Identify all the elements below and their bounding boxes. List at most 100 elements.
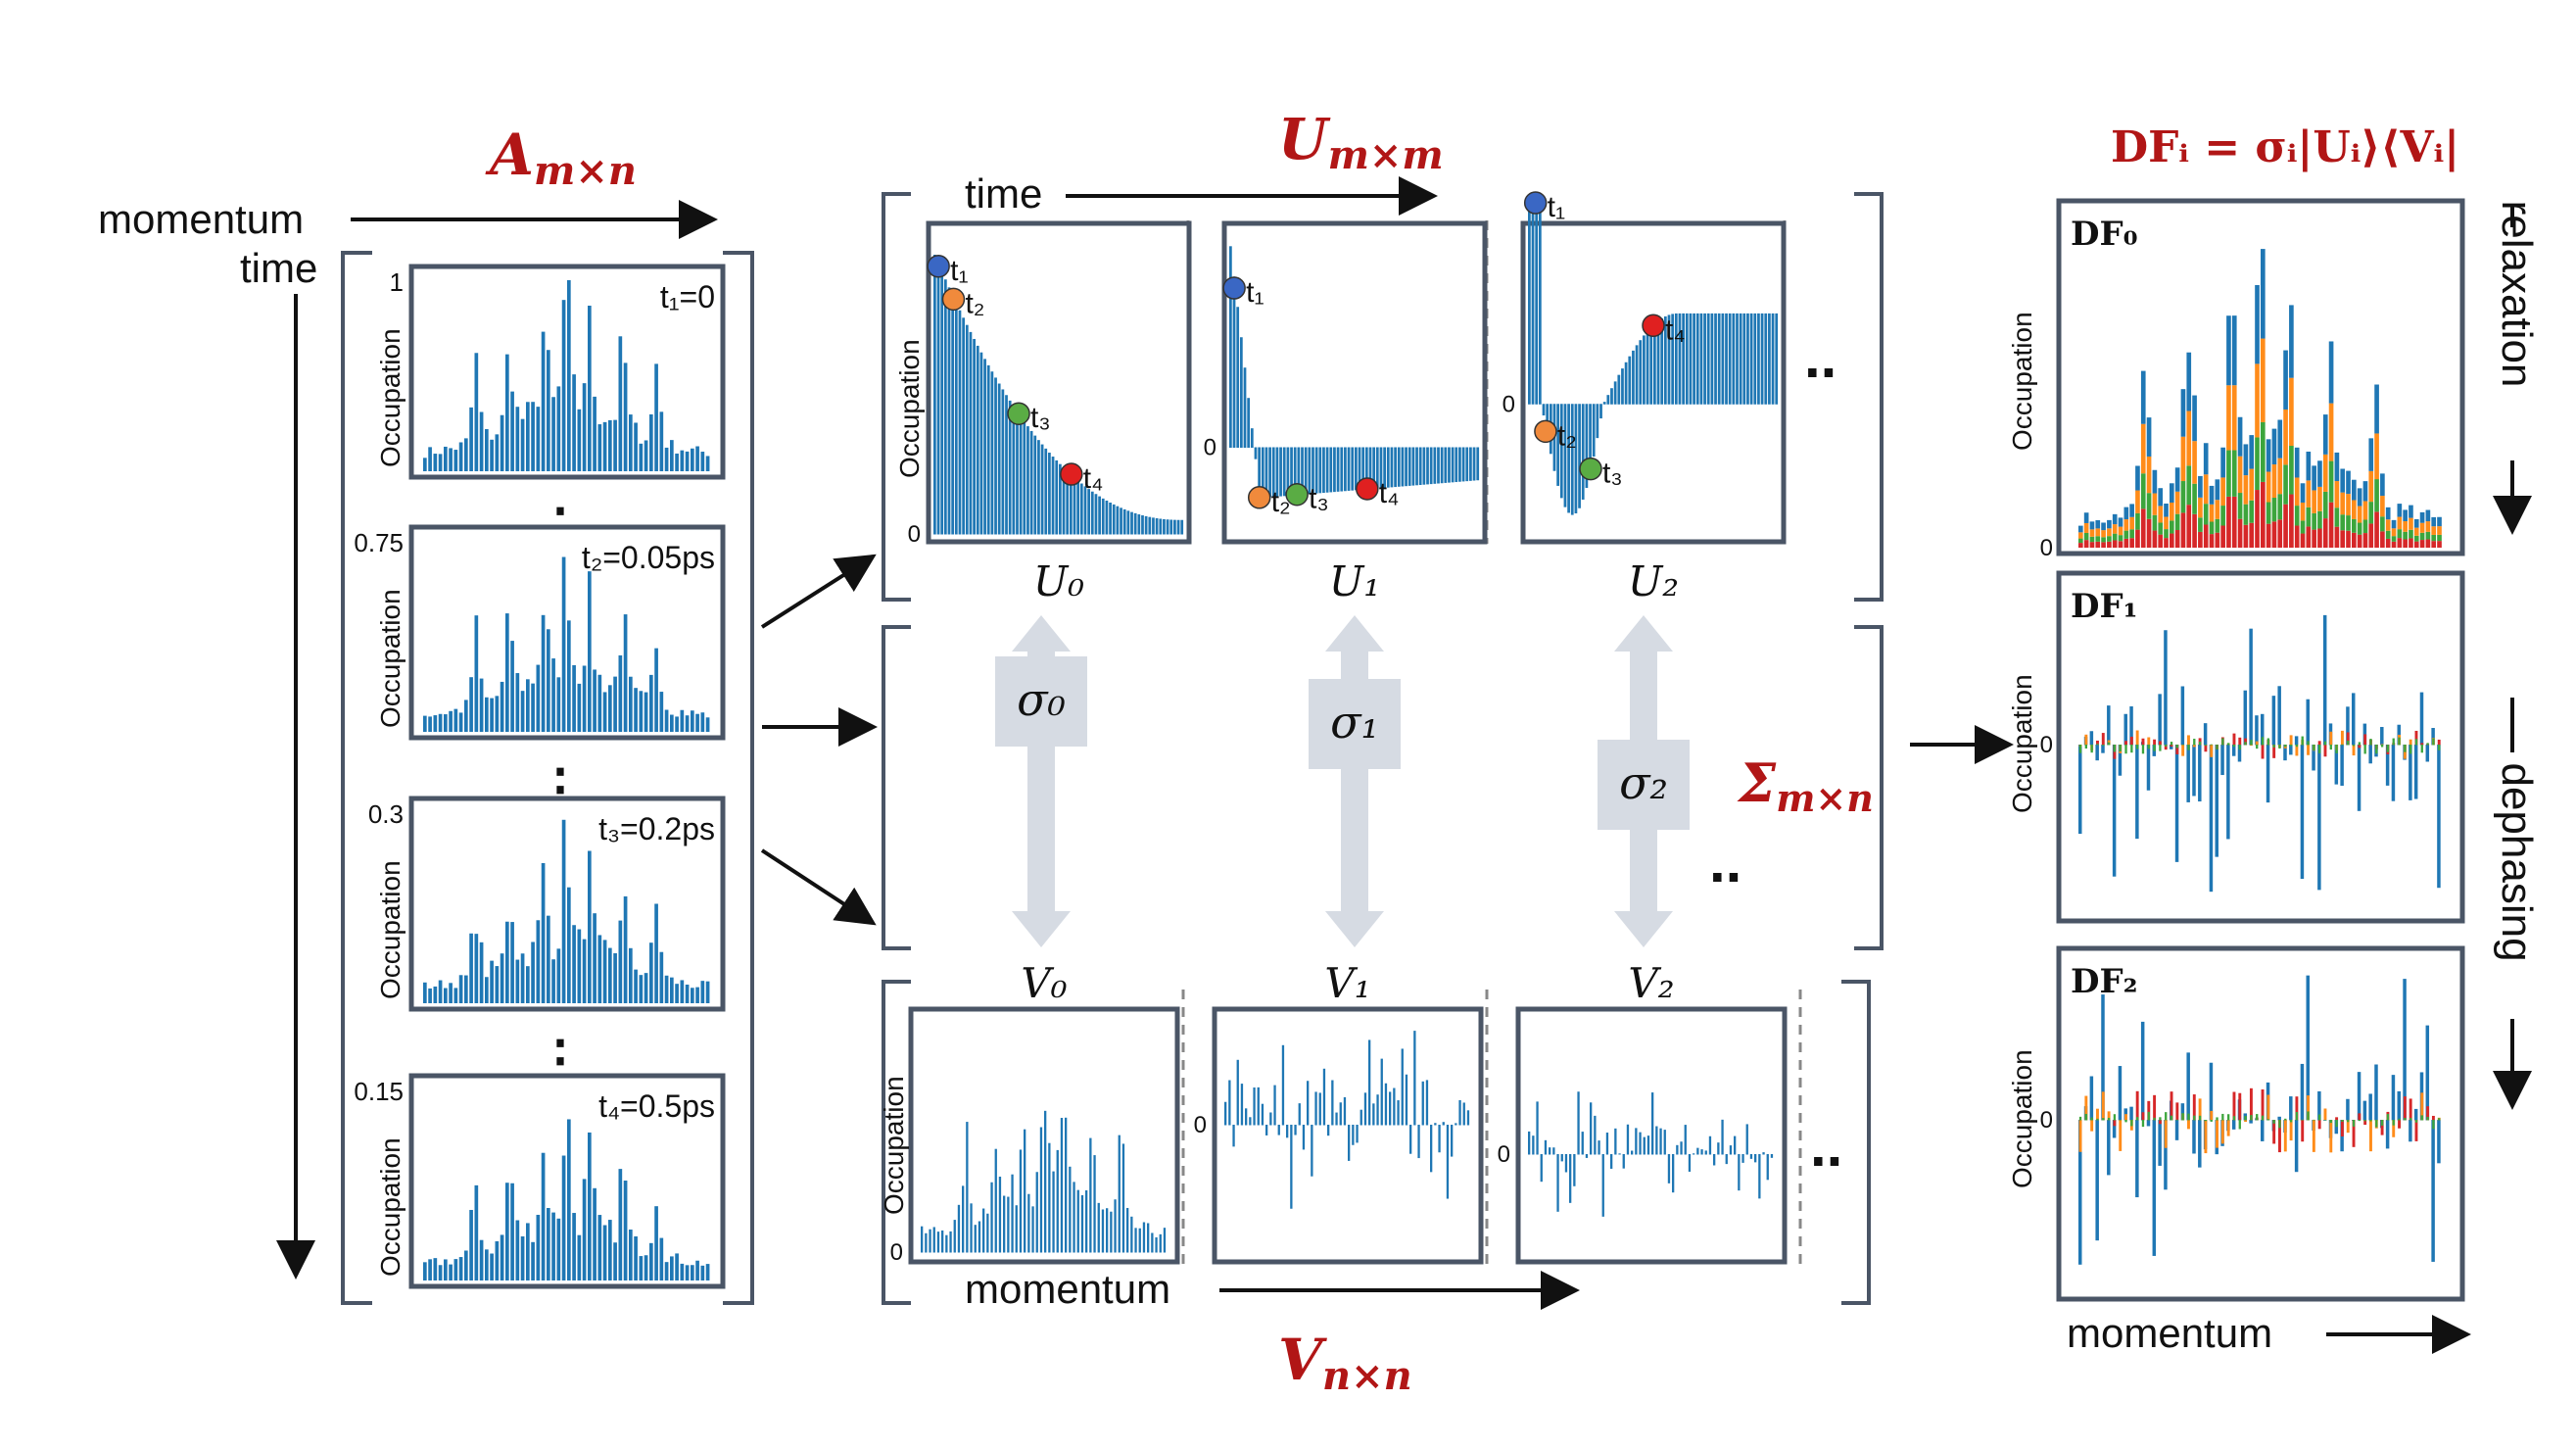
u-bar xyxy=(986,364,990,535)
df-bar-segment xyxy=(2357,534,2362,548)
a-bar xyxy=(428,988,432,1003)
v-bar xyxy=(1134,1228,1137,1253)
u-bar xyxy=(1685,313,1689,405)
df-momentum-label: momentum xyxy=(2067,1310,2272,1356)
u-bar xyxy=(1556,404,1559,486)
df-bar-segment xyxy=(2289,494,2294,548)
v-bar xyxy=(1093,1155,1096,1253)
df-bar-segment xyxy=(2289,377,2294,447)
a-bar xyxy=(691,448,694,471)
a-bar xyxy=(453,988,458,1003)
df-bar-segment xyxy=(2118,541,2123,548)
df-bar-segment xyxy=(2307,1111,2310,1121)
v-bar xyxy=(1646,1135,1650,1155)
v-bar xyxy=(1667,1154,1671,1183)
df-bar-segment xyxy=(2409,529,2413,539)
a-bar xyxy=(515,1220,520,1280)
df-bar-segment xyxy=(2159,745,2162,751)
df-bar-segment xyxy=(2301,1119,2304,1121)
df-bar-segment xyxy=(2112,1120,2117,1138)
u-bar xyxy=(1293,447,1297,496)
df-bar-segment xyxy=(2261,421,2266,482)
df-bar-segment xyxy=(2146,417,2152,457)
u-bar xyxy=(1264,447,1268,498)
v-bar xyxy=(1142,1222,1146,1253)
v-bar xyxy=(1101,1209,1105,1253)
v-bar xyxy=(1060,1118,1064,1253)
df-bar-segment xyxy=(2312,465,2316,491)
df-bar-segment xyxy=(2112,524,2118,534)
df-bar-segment xyxy=(2284,745,2287,748)
v-bar xyxy=(1754,1154,1757,1163)
df-bar-segment xyxy=(2266,738,2270,746)
u-bar xyxy=(1232,276,1236,448)
a-bar xyxy=(495,434,500,471)
u-bar xyxy=(1426,447,1429,485)
v-bar xyxy=(1451,1125,1454,1157)
a-bar xyxy=(541,1152,546,1280)
v-bar xyxy=(1302,1125,1306,1150)
df-bar-segment xyxy=(2129,529,2134,539)
df-bar-segment xyxy=(2107,705,2111,746)
a-bar xyxy=(675,984,679,1003)
df-bar-segment xyxy=(2158,488,2164,507)
sigma-arrow: σ₀ xyxy=(995,615,1087,947)
u-bar xyxy=(1736,313,1739,405)
u-bar xyxy=(1742,313,1746,405)
a-bar xyxy=(654,363,658,471)
v-bar xyxy=(1717,1142,1720,1155)
a-bar xyxy=(700,712,705,732)
a-bar xyxy=(685,715,690,732)
df-bar-segment xyxy=(2414,1120,2418,1123)
a-bar xyxy=(634,1236,638,1280)
a-bar xyxy=(551,397,555,471)
u-bar xyxy=(1757,313,1760,405)
df-bar-segment xyxy=(2362,519,2368,534)
df-bar-segment xyxy=(2266,471,2271,503)
df-bar-segment xyxy=(2317,460,2322,487)
u-bar xyxy=(983,359,986,535)
a-bar xyxy=(449,448,453,471)
u-bar xyxy=(1646,331,1649,405)
u-bar xyxy=(1775,313,1779,405)
df-bar-segment xyxy=(2181,745,2185,756)
df-bar-segment xyxy=(2300,483,2306,503)
df-bar-segment xyxy=(2317,1114,2321,1121)
df-bar-segment xyxy=(2181,744,2184,746)
df-bar-segment xyxy=(2095,528,2101,537)
u-time-point xyxy=(927,255,950,278)
u-bar xyxy=(1351,447,1355,491)
df-bar-segment xyxy=(2313,745,2315,750)
df-bar-segment xyxy=(2101,733,2105,746)
u-bar xyxy=(1239,337,1243,448)
df-bar-segment xyxy=(2404,745,2407,752)
v-bar xyxy=(998,1177,1002,1253)
a-bar xyxy=(680,709,685,732)
df-bar-segment xyxy=(2244,1120,2248,1123)
u-bar xyxy=(1433,447,1437,484)
a-bar xyxy=(639,691,644,732)
a-bar xyxy=(577,1234,582,1280)
v-bar xyxy=(966,1122,969,1253)
u-bar xyxy=(1275,447,1279,497)
df-bar-segment xyxy=(2335,1117,2339,1121)
df-bar-segment xyxy=(2340,468,2346,493)
v-bar xyxy=(1693,1153,1695,1155)
df-bar-segment xyxy=(2266,502,2271,524)
df-bar-segment xyxy=(2313,1119,2315,1121)
df-bar-segment xyxy=(2243,524,2249,548)
df-bar-segment xyxy=(2107,528,2112,537)
v-bar xyxy=(1766,1154,1769,1181)
df-bar-segment xyxy=(2078,543,2083,548)
sigma-arrow-head-down xyxy=(1614,911,1673,947)
df-bar-segment xyxy=(2284,1118,2287,1121)
a-bar xyxy=(469,1209,473,1280)
u-bar xyxy=(1126,510,1130,535)
u-bar xyxy=(1383,447,1386,488)
df-bar-segment xyxy=(2271,696,2276,746)
df-bar-segment xyxy=(2266,1119,2270,1121)
df-bar-segment xyxy=(2334,526,2340,548)
df-bar-segment xyxy=(2174,513,2180,531)
df-bar-segment xyxy=(2352,745,2356,747)
df-bar-segment xyxy=(2409,1120,2412,1142)
